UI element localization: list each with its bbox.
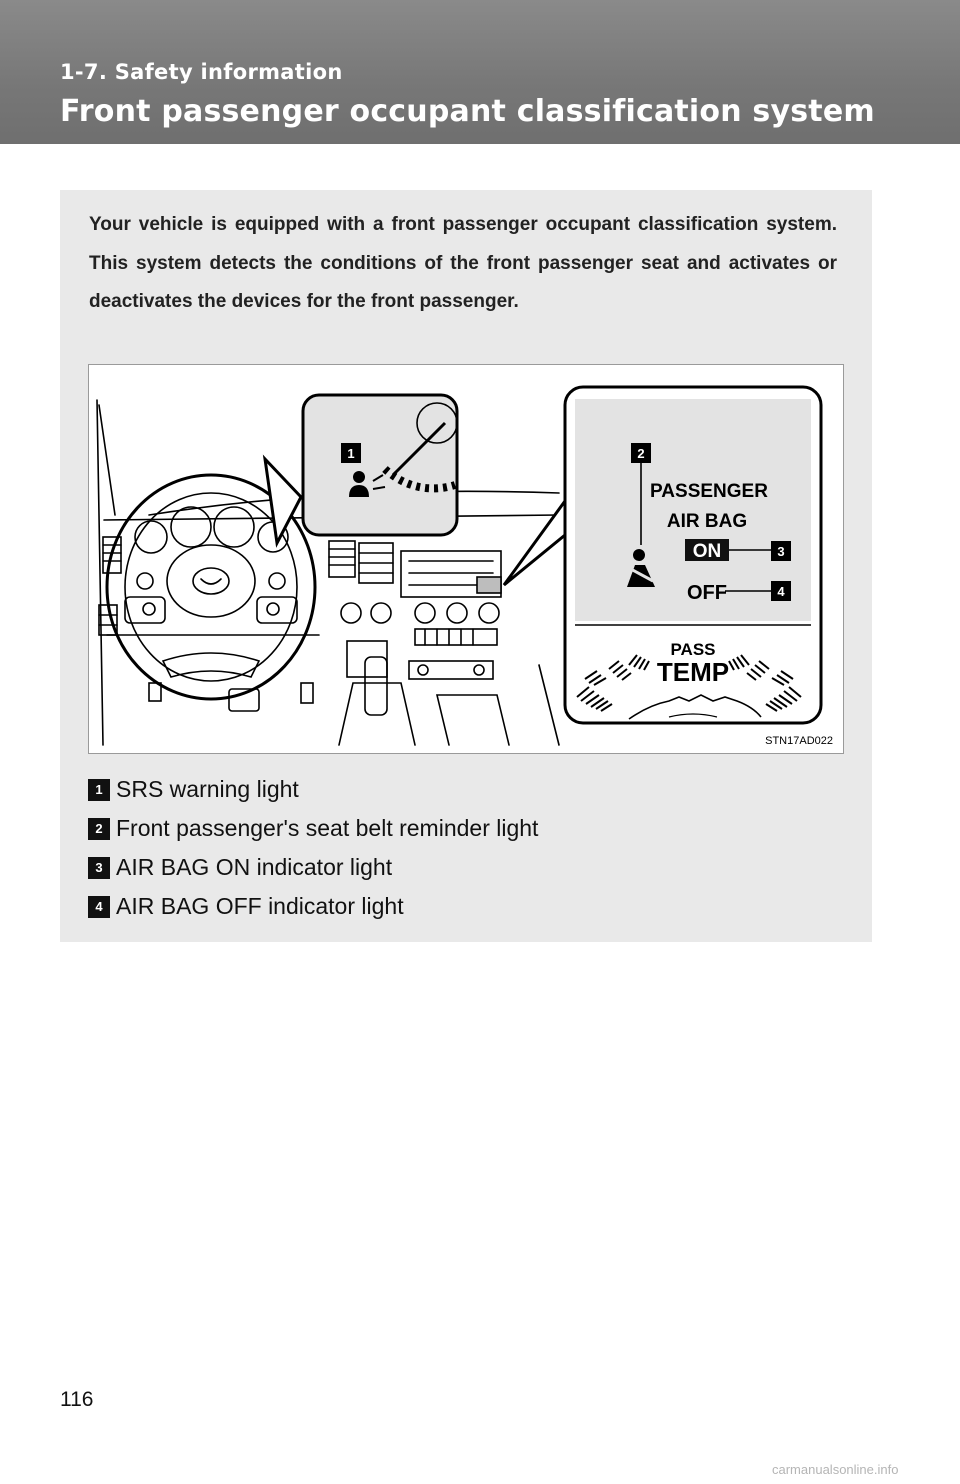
legend-item: 3 AIR BAG ON indicator light bbox=[88, 848, 538, 887]
figure-callout-2: 2 bbox=[637, 446, 644, 461]
section-label: 1-7. Safety information bbox=[60, 60, 343, 84]
panel-passenger-text: PASSENGER bbox=[650, 481, 768, 502]
legend-text: SRS warning light bbox=[116, 776, 299, 802]
figure-callout-3: 3 bbox=[777, 544, 784, 559]
legend-list: 1 SRS warning light 2 Front passenger's … bbox=[88, 770, 538, 926]
watermark: carmanualsonline.info bbox=[772, 1462, 899, 1477]
legend-text: AIR BAG ON indicator light bbox=[116, 854, 393, 880]
page-title: Front passenger occupant classification … bbox=[60, 94, 875, 129]
legend-text: Front passenger's seat belt reminder lig… bbox=[116, 815, 539, 841]
legend-text: AIR BAG OFF indicator light bbox=[116, 893, 404, 919]
panel-pass-text: PASS bbox=[670, 640, 715, 659]
intro-paragraph: Your vehicle is equipped with a front pa… bbox=[89, 214, 837, 312]
legend-number-badge: 1 bbox=[88, 778, 110, 801]
legend-item: 4 AIR BAG OFF indicator light bbox=[88, 887, 538, 926]
panel-airbag-text: AIR BAG bbox=[667, 511, 747, 532]
panel-off-indicator: OFF bbox=[687, 582, 727, 604]
page-number: 116 bbox=[60, 1388, 94, 1411]
figure-code: STN17AD022 bbox=[765, 735, 833, 747]
panel-on-indicator: ON bbox=[693, 541, 722, 562]
legend-item: 2 Front passenger's seat belt reminder l… bbox=[88, 809, 538, 848]
figure-callout-4: 4 bbox=[777, 584, 785, 599]
dashboard-illustration: 1 2 PASSENGER AIR BAG ON OFF 3 4 PASS bbox=[88, 364, 844, 754]
figure-callout-1: 1 bbox=[347, 446, 354, 461]
panel-temp-text: TEMP bbox=[657, 657, 729, 687]
legend-number-badge: 2 bbox=[88, 817, 110, 840]
legend-item: 1 SRS warning light bbox=[88, 770, 538, 809]
legend-number-badge: 3 bbox=[88, 856, 110, 879]
legend-number-badge: 4 bbox=[88, 895, 110, 918]
dashboard-drawing: 1 2 PASSENGER AIR BAG ON OFF 3 4 PASS bbox=[96, 385, 823, 746]
header-bar: 1-7. Safety information Front passenger … bbox=[0, 0, 960, 144]
